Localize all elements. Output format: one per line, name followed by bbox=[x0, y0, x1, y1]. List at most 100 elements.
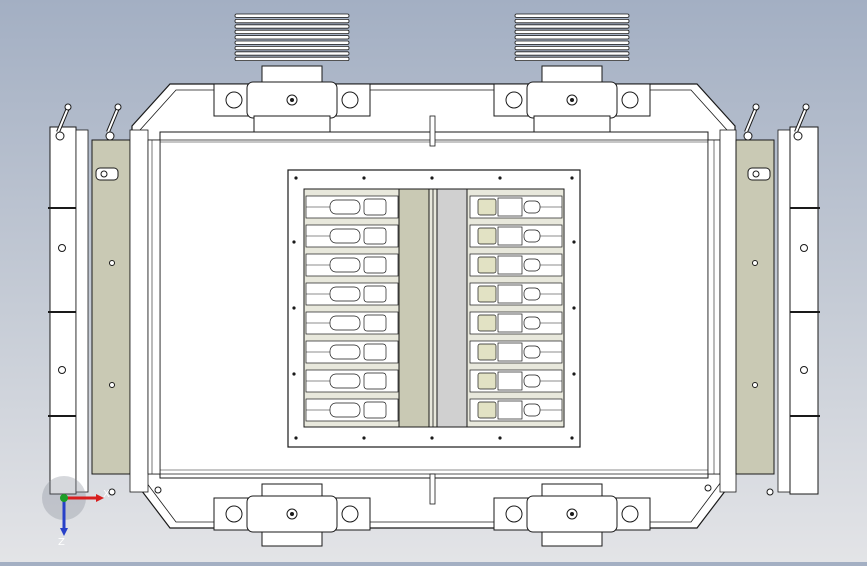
flange-hole bbox=[225, 505, 243, 523]
left-busbar-rail bbox=[91, 139, 131, 475]
module-right-knob bbox=[523, 345, 541, 359]
panel-bolt bbox=[430, 176, 434, 180]
panel-bolt bbox=[572, 372, 576, 376]
clamp-screw-shaft-inner bbox=[745, 107, 757, 133]
side-hole bbox=[109, 382, 115, 388]
side-hole bbox=[800, 244, 808, 252]
clamp-nut bbox=[55, 131, 65, 141]
heat-sink-fin bbox=[234, 13, 350, 18]
heat-sink-fin bbox=[514, 29, 630, 35]
left-side-assembly bbox=[49, 126, 161, 495]
right-side-assembly bbox=[707, 126, 819, 495]
module-left-body bbox=[329, 315, 361, 331]
terminal-neck bbox=[541, 65, 603, 85]
panel-bolt bbox=[570, 176, 574, 180]
heat-sink-fin bbox=[514, 56, 630, 62]
clamp-screw-head bbox=[114, 103, 122, 111]
side-hole bbox=[58, 366, 66, 374]
panel-bolt bbox=[498, 176, 502, 180]
module-left-cap bbox=[363, 256, 387, 274]
right-busbar-rail bbox=[735, 139, 775, 475]
module-right-cap bbox=[477, 256, 497, 274]
heat-sink-fin bbox=[234, 35, 350, 40]
module-left-cap bbox=[363, 314, 387, 332]
module-left-cap bbox=[363, 343, 387, 361]
module-right-body bbox=[497, 400, 523, 420]
terminal-bushings bbox=[213, 13, 651, 547]
terminal-stud-center bbox=[290, 512, 294, 516]
triad-z-label: Z bbox=[58, 537, 65, 548]
heat-sink-fin bbox=[234, 29, 350, 35]
module-left-body bbox=[329, 228, 361, 244]
center-busbar-right bbox=[436, 188, 468, 428]
clamp-screws bbox=[55, 103, 810, 496]
flange-hole bbox=[225, 91, 243, 109]
module-left-cap bbox=[363, 227, 387, 245]
module-right-knob bbox=[523, 258, 541, 272]
panel-bolt bbox=[572, 306, 576, 310]
coordinate-triad[interactable]: X Z bbox=[42, 476, 110, 548]
terminal-base bbox=[533, 115, 611, 133]
module-left-cap bbox=[363, 198, 387, 216]
module-right-cap bbox=[477, 314, 497, 332]
terminal-base bbox=[253, 115, 331, 133]
module-left-cap bbox=[363, 372, 387, 390]
panel-bolt bbox=[294, 176, 298, 180]
clamp-screw-shaft-inner bbox=[107, 107, 119, 133]
module-right-cap bbox=[477, 343, 497, 361]
terminal-neck bbox=[541, 531, 603, 547]
heat-sink-fin bbox=[234, 18, 350, 24]
flange-hole bbox=[621, 91, 639, 109]
module-left-body bbox=[329, 257, 361, 273]
heat-sink-fin bbox=[234, 51, 350, 56]
module-right-cap bbox=[477, 401, 497, 419]
terminal-neck bbox=[261, 531, 323, 547]
clamp-screw-head bbox=[802, 103, 810, 111]
flange-hole bbox=[621, 505, 639, 523]
clamp-nut bbox=[105, 131, 115, 141]
panel-bolt bbox=[292, 372, 296, 376]
panel-bolt bbox=[572, 240, 576, 244]
module-right-body bbox=[497, 255, 523, 275]
panel-bolt bbox=[430, 436, 434, 440]
heat-sink-fin bbox=[514, 24, 630, 29]
heat-sink-fin bbox=[514, 13, 630, 18]
power-module-rows bbox=[305, 195, 563, 422]
heat-sink-fin bbox=[514, 46, 630, 51]
clamp-bolt bbox=[752, 170, 760, 178]
side-hole bbox=[752, 382, 758, 388]
heat-sink-fin bbox=[514, 51, 630, 56]
bottom-bolt bbox=[704, 484, 712, 492]
module-right-cap bbox=[477, 372, 497, 390]
side-hole bbox=[800, 366, 808, 374]
module-right-body bbox=[497, 342, 523, 362]
module-right-knob bbox=[523, 374, 541, 388]
panel-bolt bbox=[362, 176, 366, 180]
terminal-stud-center bbox=[290, 98, 294, 102]
module-right-knob bbox=[523, 287, 541, 301]
module-right-body bbox=[497, 371, 523, 391]
heat-sink-fin bbox=[514, 40, 630, 45]
side-hole bbox=[109, 260, 115, 266]
heat-sink-fin bbox=[514, 18, 630, 24]
module-left-body bbox=[329, 344, 361, 360]
module-left-cap bbox=[363, 401, 387, 419]
side-hole bbox=[58, 244, 66, 252]
bottom-bolt bbox=[108, 488, 116, 496]
module-right-cap bbox=[477, 285, 497, 303]
panel-bolt bbox=[292, 306, 296, 310]
module-right-cap bbox=[477, 198, 497, 216]
module-right-knob bbox=[523, 316, 541, 330]
flange-hole bbox=[341, 505, 359, 523]
clamp-screw-head bbox=[752, 103, 760, 111]
clamp-screw-head bbox=[64, 103, 72, 111]
clamp-bolt bbox=[100, 170, 108, 178]
flange-hole bbox=[341, 91, 359, 109]
heat-sink-fin bbox=[234, 40, 350, 45]
bottom-bolt bbox=[154, 486, 162, 494]
module-left-cap bbox=[363, 285, 387, 303]
module-right-body bbox=[497, 197, 523, 217]
module-left-body bbox=[329, 199, 361, 215]
